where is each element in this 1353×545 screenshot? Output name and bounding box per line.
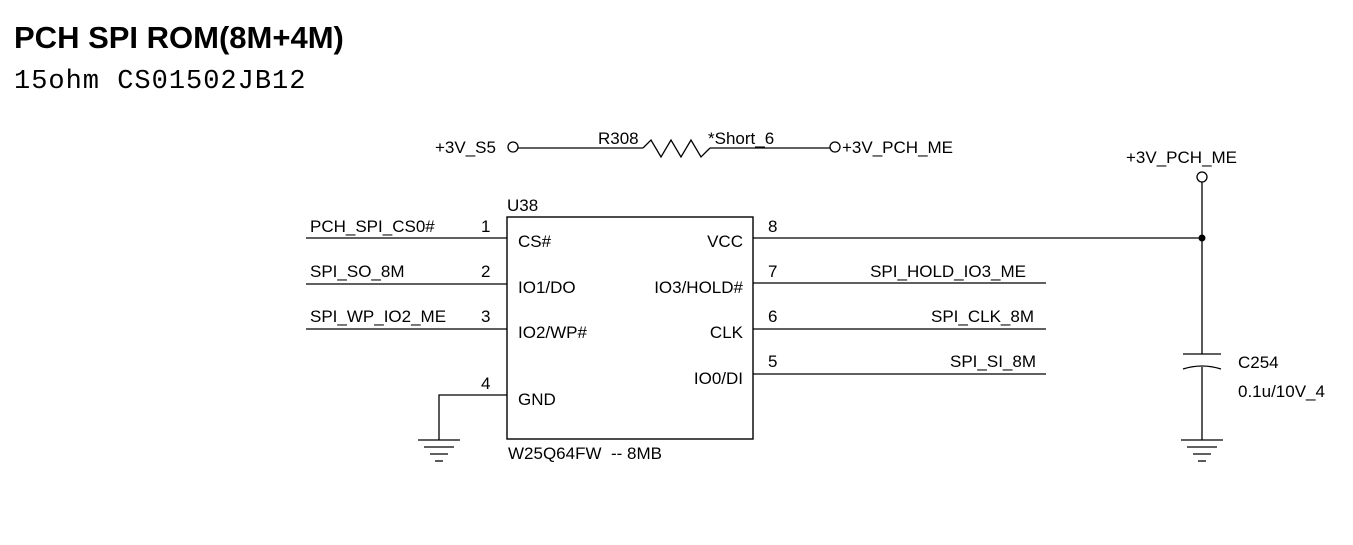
chip-part-number: W25Q64FW -- 8MB xyxy=(508,444,662,463)
chip-ref: U38 xyxy=(507,196,538,215)
net-label-pin-2: SPI_SO_8M xyxy=(310,262,405,281)
pin-4-wire xyxy=(438,394,507,440)
pin-name-3: IO2/WP# xyxy=(518,323,588,342)
net-label-3v-s5: +3V_S5 xyxy=(435,138,496,157)
pin-name-2: IO1/DO xyxy=(518,278,576,297)
net-label-pin-3: SPI_WP_IO2_ME xyxy=(310,307,446,326)
pin-name-5: IO0/DI xyxy=(694,369,743,388)
pin-number-5: 5 xyxy=(768,352,777,371)
net-label-pin-1: PCH_SPI_CS0# xyxy=(310,217,435,236)
chip-body xyxy=(506,216,754,440)
net-connector-right xyxy=(829,141,841,153)
resistor-value: *Short_6 xyxy=(708,129,774,148)
pin-name-6: CLK xyxy=(710,323,744,342)
net-connector-left xyxy=(507,141,519,153)
pin-number-3: 3 xyxy=(481,307,490,326)
capacitor-value: 0.1u/10V_4 xyxy=(1238,382,1325,401)
net-label-cap-top: +3V_PCH_ME xyxy=(1126,148,1237,167)
pin-number-2: 2 xyxy=(481,262,490,281)
capacitor-plate-bottom xyxy=(1182,365,1222,370)
pin-number-1: 1 xyxy=(481,217,490,236)
pin-number-6: 6 xyxy=(768,307,777,326)
net-label-pin-5: SPI_SI_8M xyxy=(950,352,1036,371)
page-title: PCH SPI ROM(8M+4M) xyxy=(14,20,344,55)
pin-number-7: 7 xyxy=(768,262,777,281)
ground-symbol-cap xyxy=(1181,439,1223,462)
net-label-pin-6: SPI_CLK_8M xyxy=(931,307,1034,326)
resistor-symbol xyxy=(642,138,711,159)
capacitor-ref: C254 xyxy=(1238,353,1279,372)
page-subtitle: 15ohm CS01502JB12 xyxy=(14,67,306,97)
pin-number-4: 4 xyxy=(481,374,490,393)
pin-name-1: CS# xyxy=(518,232,552,251)
net-label-pin-7: SPI_HOLD_IO3_ME xyxy=(870,262,1026,281)
resistor-ref: R308 xyxy=(598,129,639,148)
pin-name-8: VCC xyxy=(707,232,743,251)
pin-name-7: IO3/HOLD# xyxy=(654,278,743,297)
ground-symbol-chip xyxy=(418,439,460,462)
power-connector xyxy=(1196,171,1208,183)
pin-name-4: GND xyxy=(518,390,556,409)
net-label-3v-pch-me: +3V_PCH_ME xyxy=(842,138,953,157)
pin-number-8: 8 xyxy=(768,217,777,236)
